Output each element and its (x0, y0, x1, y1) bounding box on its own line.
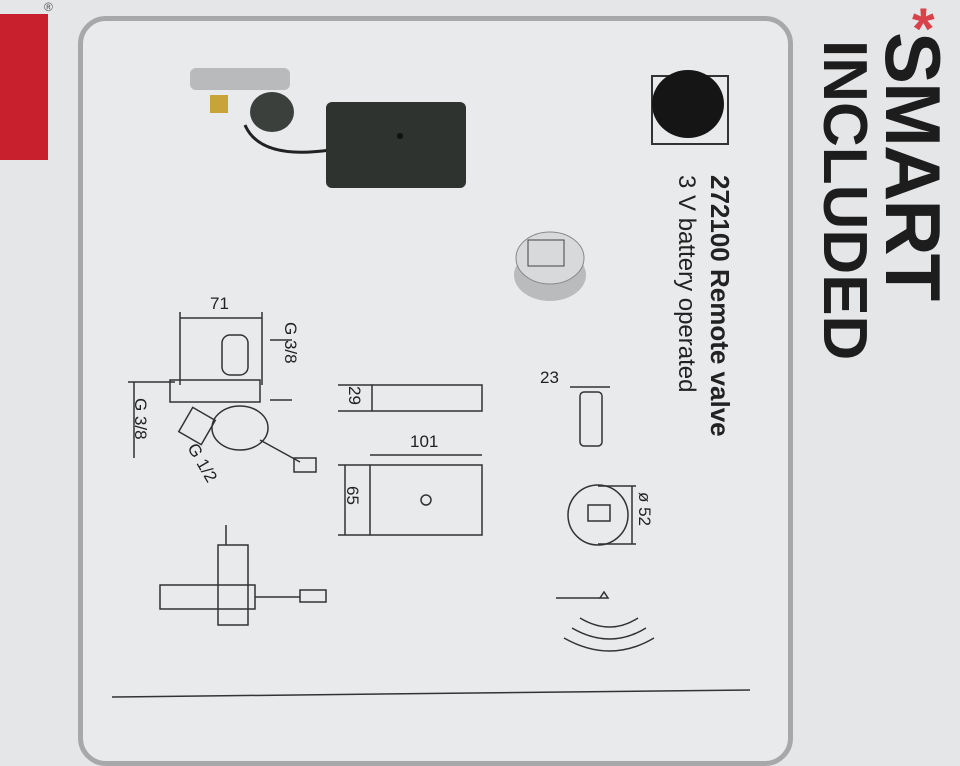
dim-thread-left: G 3/8 (131, 398, 150, 440)
bottom-rule (111, 689, 751, 698)
wireless-icon (556, 590, 655, 652)
registered-mark: ® (44, 0, 53, 14)
push-button-image (514, 231, 586, 301)
product-illustrations (111, 68, 751, 698)
battery-icon (651, 70, 729, 145)
dim-box-width: 101 (410, 432, 439, 451)
button-drawing (567, 386, 636, 546)
dim-box-height: 29 (345, 386, 364, 405)
valve-image (190, 68, 331, 154)
valve-drawing (128, 312, 327, 626)
control-box-image (326, 102, 466, 188)
dim-thread-top: G 3/8 (281, 322, 300, 364)
brand-red-block (0, 14, 48, 160)
dim-box-depth: 65 (343, 486, 362, 505)
dim-button-diameter: ø 52 (635, 492, 654, 527)
control-box-drawing (338, 384, 483, 536)
headline-star: * (912, 0, 935, 62)
dim-valve-width: 71 (210, 294, 229, 313)
dim-button-thickness: 23 (540, 368, 559, 387)
